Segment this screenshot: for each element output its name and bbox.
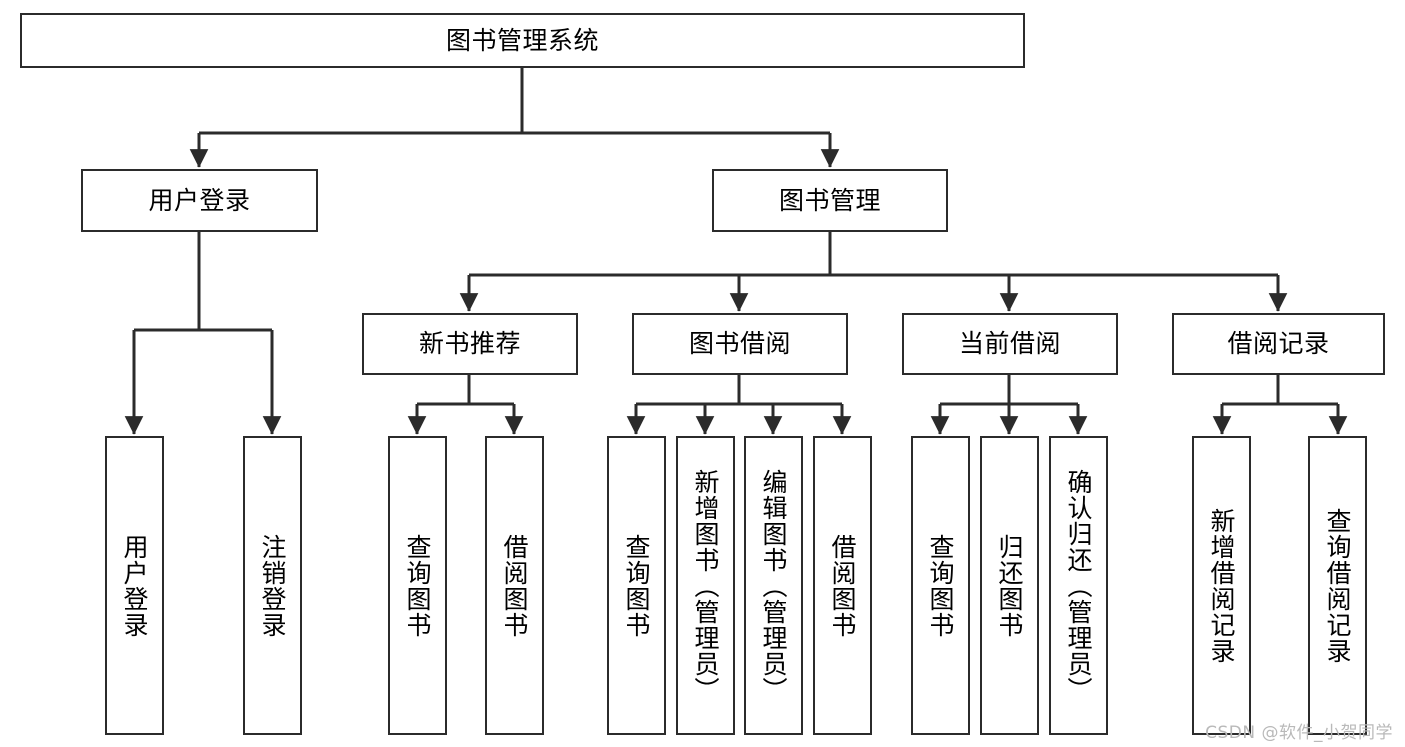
node-label: 查询图书	[926, 533, 955, 638]
node-label: 查询图书	[403, 533, 432, 638]
node-label: 图书借阅	[688, 329, 791, 359]
leaf-add-borrow-record[interactable]: 新增借阅记录	[1192, 436, 1251, 735]
leaf-user-login[interactable]: 用户登录	[105, 436, 164, 735]
node-label: 图书管理	[778, 185, 881, 215]
node-label: 注销登录	[258, 533, 287, 638]
leaf-confirm-return-admin[interactable]: 确认归还（管理员）	[1049, 436, 1108, 735]
leaf-return-books[interactable]: 归还图书	[980, 436, 1039, 735]
node-label: 确认归还（管理员）	[1064, 468, 1093, 703]
leaf-add-book-admin[interactable]: 新增图书（管理员）	[676, 436, 735, 735]
node-label: 查询图书	[622, 533, 651, 638]
node-book-borrowing[interactable]: 图书借阅	[632, 313, 848, 375]
node-label: 新增图书（管理员）	[691, 468, 720, 703]
node-borrowing-record[interactable]: 借阅记录	[1172, 313, 1385, 375]
node-new-book-recommendation[interactable]: 新书推荐	[362, 313, 578, 375]
node-label: 当前借阅	[958, 329, 1061, 359]
node-label: 查询借阅记录	[1323, 507, 1352, 664]
leaf-borrow-books-recommend[interactable]: 借阅图书	[485, 436, 544, 735]
leaf-query-books-recommend[interactable]: 查询图书	[388, 436, 447, 735]
node-label: 借阅图书	[828, 533, 857, 638]
node-label: 归还图书	[995, 533, 1024, 638]
node-label: 借阅记录	[1227, 329, 1330, 359]
node-label: 借阅图书	[500, 533, 529, 638]
node-book-management[interactable]: 图书管理	[712, 169, 948, 232]
leaf-query-borrow-record[interactable]: 查询借阅记录	[1308, 436, 1367, 735]
node-label: 新书推荐	[418, 329, 521, 359]
leaf-query-books-current[interactable]: 查询图书	[911, 436, 970, 735]
node-label: 新增借阅记录	[1207, 507, 1236, 664]
node-label: 图书管理系统	[445, 25, 599, 55]
node-label: 编辑图书（管理员）	[759, 468, 788, 703]
leaf-edit-book-admin[interactable]: 编辑图书（管理员）	[744, 436, 803, 735]
node-current-borrowing[interactable]: 当前借阅	[902, 313, 1118, 375]
node-label: 用户登录	[148, 185, 251, 215]
leaf-borrow-books[interactable]: 借阅图书	[813, 436, 872, 735]
node-user-login[interactable]: 用户登录	[81, 169, 318, 232]
node-root-library-management-system[interactable]: 图书管理系统	[20, 13, 1025, 68]
node-label: 用户登录	[120, 533, 149, 638]
csdn-watermark: CSDN @软件_小贺同学	[1205, 723, 1393, 743]
leaf-logout[interactable]: 注销登录	[243, 436, 302, 735]
leaf-query-books-borrow[interactable]: 查询图书	[607, 436, 666, 735]
